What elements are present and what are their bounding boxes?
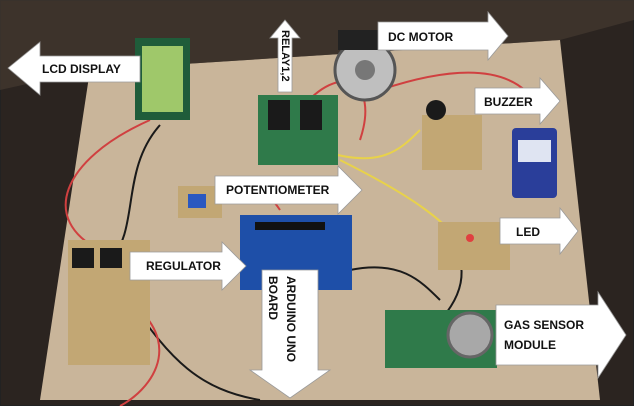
regulator-arrow <box>129 241 247 291</box>
dc-motor-cap <box>338 30 378 50</box>
relay-label: RELAY1,2 <box>279 30 291 82</box>
gas-sensor-label-line2: MODULE <box>504 338 556 352</box>
gas-sensor-arrow <box>495 290 627 380</box>
arduino-arrow <box>248 269 332 399</box>
dc-motor-label: DC MOTOR <box>388 30 454 44</box>
regulator-capacitor <box>100 248 122 268</box>
relay-arrow <box>269 19 301 93</box>
lcd-screen <box>142 46 183 112</box>
regulator-label: REGULATOR <box>146 259 221 273</box>
led <box>466 234 474 242</box>
led-arrow <box>499 206 579 256</box>
buzzer <box>426 100 446 120</box>
gas-sensor-label-line1: GAS SENSOR <box>504 318 585 332</box>
potentiometer <box>188 194 206 208</box>
led-board <box>438 222 510 270</box>
relay-1 <box>268 100 290 130</box>
potentiometer-arrow <box>214 165 363 215</box>
buzzer-board <box>422 115 482 170</box>
callout-arrows <box>7 10 627 399</box>
dc-motor-shaft <box>355 60 375 80</box>
arduino-header <box>255 222 325 230</box>
dc-motor-arrow <box>377 10 509 62</box>
led-label: LED <box>516 225 540 239</box>
potentiometer-label: POTENTIOMETER <box>226 183 330 197</box>
gas-sensor <box>446 311 494 359</box>
lcd-display-label: LCD DISPLAY <box>42 62 121 76</box>
arduino-label-line2: BOARD <box>266 276 280 320</box>
relay-2 <box>300 100 322 130</box>
battery-9v <box>512 128 557 198</box>
battery-label <box>518 140 551 162</box>
regulator-chip <box>72 248 94 268</box>
buzzer-arrow <box>474 76 561 126</box>
lcd-display-arrow <box>7 41 141 96</box>
buzzer-label: BUZZER <box>484 95 533 109</box>
arduino-label-line1: ARDUINO UNO <box>284 276 298 362</box>
